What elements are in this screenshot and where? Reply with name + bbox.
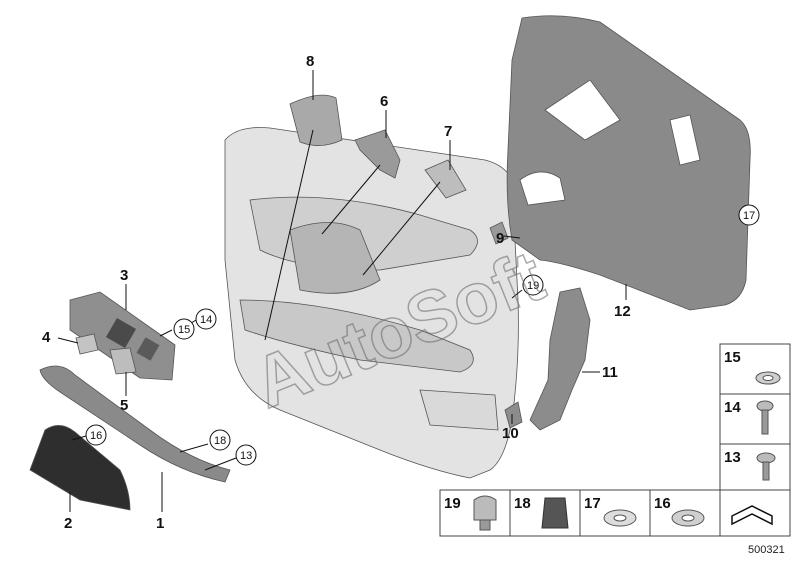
callout-10: 10 — [502, 425, 519, 442]
callout-5: 5 — [120, 397, 128, 414]
callout-7: 7 — [444, 123, 452, 140]
part-10-shape — [504, 401, 523, 429]
callout-13: 13 — [240, 450, 252, 462]
part-9-shape — [489, 221, 509, 245]
part-1-trim-strip — [39, 365, 231, 483]
legend-15: 15 — [724, 349, 741, 366]
callout-17: 17 — [743, 210, 755, 222]
arrow-icon — [731, 505, 773, 526]
callout-9: 9 — [496, 230, 504, 247]
callout-4: 4 — [42, 329, 51, 346]
part-3-switch-panel — [69, 291, 176, 381]
part-8-shape — [289, 94, 343, 146]
diagram-number: 500321 — [748, 544, 785, 556]
sound-insulation-panel — [506, 15, 751, 311]
legend-19: 19 — [444, 495, 461, 512]
legend-right: 15 14 13 — [719, 343, 791, 491]
door-trim-panel — [224, 127, 519, 479]
legend-17: 17 — [584, 495, 601, 512]
callout-16: 16 — [90, 430, 102, 442]
callout-19: 19 — [527, 280, 539, 292]
part-7-shape — [424, 159, 467, 199]
legend-16: 16 — [654, 495, 671, 512]
callout-11: 11 — [602, 364, 618, 381]
circled-callout-17: 17 — [738, 204, 760, 226]
circled-callout-18: 18 — [209, 429, 231, 451]
callout-1: 1 — [156, 515, 164, 532]
circled-callout-13: 13 — [235, 444, 257, 466]
callout-18: 18 — [214, 435, 226, 447]
circled-callout-19: 19 — [522, 274, 544, 296]
legend-bottom: 19 18 17 16 — [439, 489, 791, 537]
callout-15: 15 — [178, 324, 190, 336]
callout-2: 2 — [64, 515, 72, 532]
legend-14: 14 — [724, 399, 741, 416]
callout-6: 6 — [380, 93, 388, 110]
callout-8: 8 — [306, 53, 314, 70]
part-2-armrest — [29, 425, 131, 511]
legend-18: 18 — [514, 495, 531, 512]
part-6-shape — [354, 129, 401, 179]
callout-3: 3 — [120, 267, 128, 284]
legend-13: 13 — [724, 449, 741, 466]
part-5-shape — [109, 347, 137, 375]
circled-callout-16: 16 — [85, 424, 107, 446]
circled-callout-14: 14 — [195, 308, 217, 330]
part-4-shape — [75, 333, 99, 355]
circled-callout-15: 15 — [173, 318, 195, 340]
callout-12: 12 — [614, 303, 631, 320]
callout-14: 14 — [200, 314, 212, 326]
part-11-bracket — [529, 287, 591, 431]
